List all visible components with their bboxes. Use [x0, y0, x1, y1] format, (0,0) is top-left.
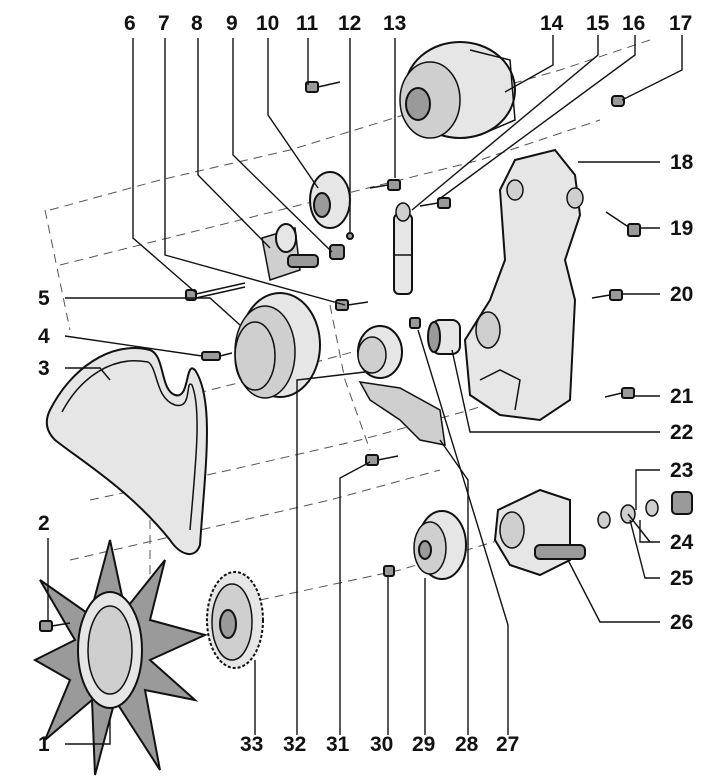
crank-pulley-part — [201, 292, 321, 399]
callout-30: 30 — [370, 733, 393, 756]
steering-pump-part — [493, 488, 586, 577]
alternator-part — [399, 41, 516, 139]
spacer-sleeve-part — [427, 319, 461, 355]
callout-27: 27 — [496, 733, 519, 756]
callout-28: 28 — [455, 733, 479, 756]
upper-bolts-part — [305, 81, 401, 240]
drive-belt-part — [45, 347, 208, 555]
viscous-coupling-part — [206, 571, 264, 669]
callout-9: 9 — [226, 12, 238, 35]
callout-19: 19 — [670, 217, 693, 240]
callout-8: 8 — [191, 12, 203, 35]
callout-20: 20 — [670, 283, 693, 306]
callout-21: 21 — [670, 385, 694, 408]
callout-12: 12 — [338, 12, 361, 35]
callout-26: 26 — [670, 611, 693, 634]
callout-7: 7 — [158, 12, 170, 35]
fan-bolt-part — [39, 620, 71, 632]
pulley-bolt-part — [383, 565, 395, 577]
callout-25: 25 — [670, 567, 694, 590]
support-plate-part — [358, 381, 446, 446]
tensioner-assembly-part — [261, 171, 369, 311]
idler-bolt-part — [365, 454, 399, 466]
callout-31: 31 — [326, 733, 350, 756]
callout-14: 14 — [540, 12, 564, 35]
callout-10: 10 — [256, 12, 279, 35]
damper-part — [393, 95, 625, 295]
callout-33: 33 — [240, 733, 263, 756]
leader-lines — [47, 35, 683, 745]
bracket-bolts-part — [591, 211, 641, 399]
callout-32: 32 — [283, 733, 306, 756]
callout-22: 22 — [670, 421, 693, 444]
callout-5: 5 — [38, 287, 50, 310]
callout-24: 24 — [670, 531, 694, 554]
callout-labels: 6 7 8 9 10 11 12 13 14 15 16 17 18 19 20… — [38, 12, 694, 756]
pump-fittings-part — [597, 491, 693, 543]
callout-3: 3 — [38, 357, 50, 380]
callout-16: 16 — [622, 12, 645, 35]
callout-29: 29 — [412, 733, 435, 756]
callout-23: 23 — [670, 459, 693, 482]
callout-2: 2 — [38, 512, 50, 535]
callout-6: 6 — [124, 12, 136, 35]
callout-13: 13 — [383, 12, 406, 35]
steering-pulley-part — [413, 510, 467, 580]
callout-4: 4 — [38, 325, 50, 348]
mounting-bracket-part — [463, 148, 584, 422]
callout-18: 18 — [670, 151, 694, 174]
callout-1: 1 — [38, 733, 50, 756]
callout-17: 17 — [669, 12, 692, 35]
callout-11: 11 — [296, 12, 319, 35]
callout-15: 15 — [586, 12, 610, 35]
long-bolt-part — [185, 282, 246, 301]
fan-part — [32, 539, 208, 776]
fan-hub-part — [357, 317, 421, 379]
